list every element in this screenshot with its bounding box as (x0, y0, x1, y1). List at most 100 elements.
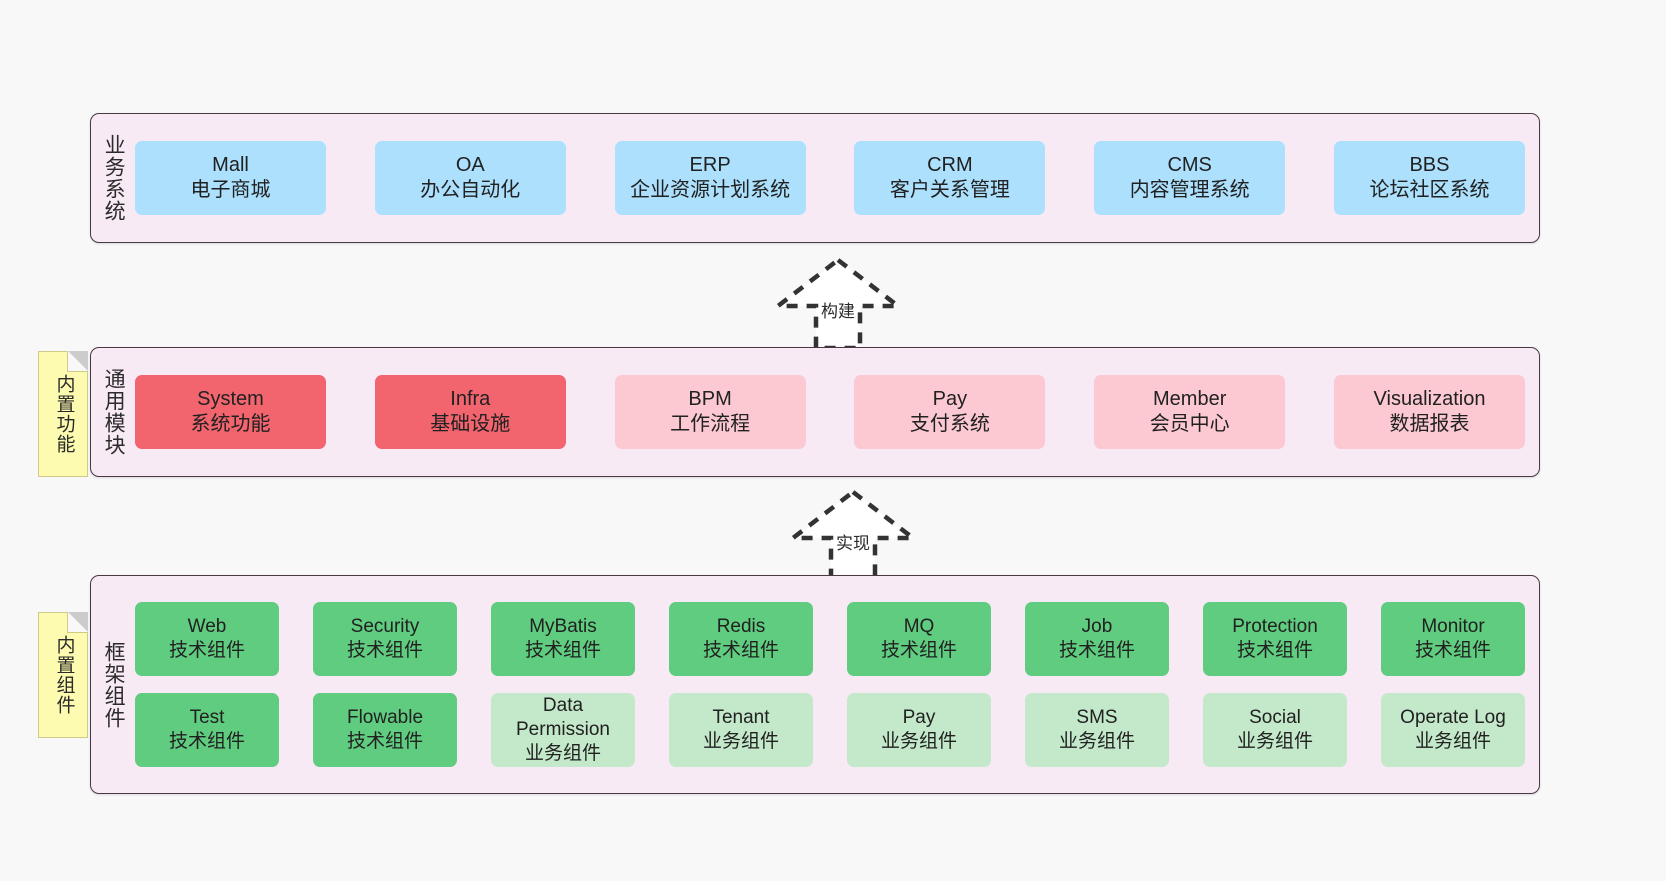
layer-title-business-systems: 业务系统 (102, 134, 126, 222)
card-title: Security (350, 616, 420, 638)
card-member[interactable]: Member 会员中心 (1094, 375, 1286, 449)
note-label: 内置组件 (53, 635, 75, 715)
card-oa[interactable]: OA 办公自动化 (374, 141, 566, 215)
card-subtitle: 业务组件 (1236, 731, 1313, 752)
card-bbs[interactable]: BBS 论坛社区系统 (1333, 141, 1525, 215)
card-row: Test 技术组件 Flowable 技术组件 Data Permission … (135, 693, 1525, 767)
card-title: OA (455, 153, 485, 176)
card-flowable[interactable]: Flowable 技术组件 (313, 693, 457, 767)
card-bpm[interactable]: BPM 工作流程 (614, 375, 806, 449)
card-protection[interactable]: Protection 技术组件 (1203, 602, 1347, 676)
card-redis[interactable]: Redis 技术组件 (669, 602, 813, 676)
layer-body-framework-components: Web 技术组件 Security 技术组件 MyBatis 技术组件 Redi… (135, 576, 1539, 793)
card-cms[interactable]: CMS 内容管理系统 (1094, 141, 1286, 215)
card-title: Flowable (346, 707, 424, 729)
card-subtitle: 业务组件 (1058, 731, 1135, 752)
card-mybatis[interactable]: MyBatis 技术组件 (491, 602, 635, 676)
card-erp[interactable]: ERP 企业资源计划系统 (614, 141, 806, 215)
card-title: MyBatis (529, 616, 597, 638)
card-row: Mall 电子商城 OA 办公自动化 ERP 企业资源计划系统 CRM 客户关系… (135, 141, 1525, 215)
layer-business-systems: 业务系统 Mall 电子商城 OA 办公自动化 ERP 企业资源计划系统 CRM… (90, 113, 1540, 243)
card-title: BBS (1409, 153, 1450, 176)
card-subtitle: 基础设施 (430, 413, 511, 435)
card-visualization[interactable]: Visualization 数据报表 (1333, 375, 1525, 449)
card-title: ERP (689, 153, 731, 176)
card-subtitle: 技术组件 (346, 640, 423, 661)
card-title: Visualization (1373, 387, 1486, 410)
note-label: 内置功能 (53, 374, 75, 454)
card-title: Social (1249, 707, 1301, 729)
card-sms[interactable]: SMS 业务组件 (1025, 693, 1169, 767)
card-subtitle: 支付系统 (909, 413, 990, 435)
card-title: System (197, 387, 264, 410)
card-subtitle: 业务组件 (880, 731, 957, 752)
card-subtitle: 业务组件 (702, 731, 779, 752)
card-subtitle: 技术组件 (1414, 640, 1491, 661)
card-title: Tenant (712, 707, 770, 729)
card-subtitle: 客户关系管理 (889, 179, 1010, 201)
card-subtitle: 业务组件 (524, 742, 601, 764)
card-title: CRM (927, 153, 973, 176)
card-subtitle: 系统功能 (190, 413, 271, 435)
card-pay-business[interactable]: Pay 业务组件 (847, 693, 991, 767)
card-test[interactable]: Test 技术组件 (135, 693, 279, 767)
card-title: Redis (716, 616, 766, 638)
layer-title-framework-components: 框架组件 (102, 640, 126, 729)
card-title: Web (187, 616, 227, 638)
card-subtitle: 技术组件 (168, 731, 245, 752)
layer-title-common-modules: 通用模块 (102, 368, 126, 456)
card-title: Mall (212, 153, 249, 176)
card-system[interactable]: System 系统功能 (135, 375, 326, 449)
card-row: System 系统功能 Infra 基础设施 BPM 工作流程 Pay 支付系统… (135, 375, 1525, 449)
card-crm[interactable]: CRM 客户关系管理 (854, 141, 1046, 215)
card-title: Pay (932, 387, 968, 410)
card-subtitle: 会员中心 (1149, 413, 1230, 435)
layer-body-common-modules: System 系统功能 Infra 基础设施 BPM 工作流程 Pay 支付系统… (135, 348, 1539, 476)
layer-common-modules: 通用模块 System 系统功能 Infra 基础设施 BPM 工作流程 Pay… (90, 347, 1540, 477)
card-subtitle: 技术组件 (1058, 640, 1135, 661)
card-title: MQ (903, 616, 935, 638)
card-social[interactable]: Social 业务组件 (1203, 693, 1347, 767)
card-subtitle: 电子商城 (190, 179, 271, 201)
card-title: Data Permission (516, 695, 610, 741)
arrow-up-dashed-icon (771, 257, 905, 351)
card-operate-log[interactable]: Operate Log 业务组件 (1381, 693, 1525, 767)
note-builtin-components: 内置组件 (38, 612, 88, 738)
card-tenant[interactable]: Tenant 业务组件 (669, 693, 813, 767)
card-subtitle: 技术组件 (1236, 640, 1313, 661)
card-subtitle: 内容管理系统 (1129, 179, 1250, 201)
card-data-permission[interactable]: Data Permission 业务组件 (491, 693, 635, 767)
card-title: SMS (1076, 707, 1118, 729)
card-subtitle: 技术组件 (880, 640, 957, 661)
card-title: Job (1081, 616, 1113, 638)
card-web[interactable]: Web 技术组件 (135, 602, 279, 676)
card-subtitle: 技术组件 (168, 640, 245, 661)
card-security[interactable]: Security 技术组件 (313, 602, 457, 676)
card-subtitle: 数据报表 (1389, 413, 1470, 435)
card-title: Member (1153, 387, 1227, 410)
arrow-up-dashed-icon (786, 489, 920, 583)
card-subtitle: 技术组件 (702, 640, 779, 661)
card-title: Test (189, 707, 225, 729)
generalization-arrow-build: 构建 (763, 257, 913, 351)
card-subtitle: 论坛社区系统 (1369, 179, 1490, 201)
card-job[interactable]: Job 技术组件 (1025, 602, 1169, 676)
card-subtitle: 技术组件 (346, 731, 423, 752)
card-subtitle: 业务组件 (1414, 731, 1491, 752)
card-title: Operate Log (1400, 707, 1506, 729)
card-title: CMS (1167, 153, 1212, 176)
card-subtitle: 企业资源计划系统 (630, 179, 791, 201)
card-mall[interactable]: Mall 电子商城 (135, 141, 326, 215)
card-title: Protection (1232, 616, 1318, 638)
card-monitor[interactable]: Monitor 技术组件 (1381, 602, 1525, 676)
card-title: BPM (688, 387, 732, 410)
card-subtitle: 工作流程 (670, 413, 751, 435)
card-subtitle: 办公自动化 (420, 179, 521, 201)
card-row: Web 技术组件 Security 技术组件 MyBatis 技术组件 Redi… (135, 602, 1525, 676)
card-pay[interactable]: Pay 支付系统 (854, 375, 1046, 449)
note-builtin-features: 内置功能 (38, 351, 88, 477)
card-mq[interactable]: MQ 技术组件 (847, 602, 991, 676)
card-title: Pay (902, 707, 936, 729)
layer-framework-components: 框架组件 Web 技术组件 Security 技术组件 MyBatis 技术组件… (90, 575, 1540, 794)
card-infra[interactable]: Infra 基础设施 (374, 375, 566, 449)
